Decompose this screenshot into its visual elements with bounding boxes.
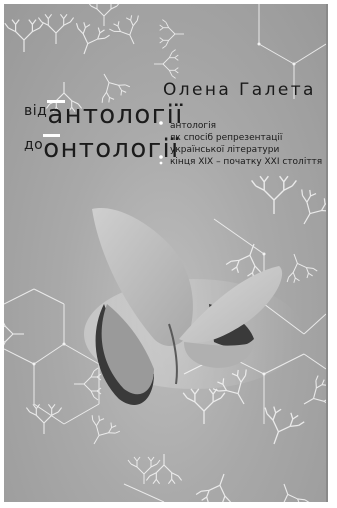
subtitle-block: антологія як спосіб репрезентації україн… [170, 120, 323, 168]
fractal-pattern [4, 4, 326, 502]
title-word-anthology-rest: нтології [64, 100, 184, 130]
author-name: Олена Галета [163, 80, 316, 100]
title-word-anthology: антології [47, 100, 183, 130]
butterfly-illustration [84, 208, 304, 405]
subtitle-line-1: антологія [170, 121, 217, 131]
subtitle-line-3: української літератури [170, 145, 280, 155]
title-initial-o: о [43, 134, 61, 164]
title-line-1: відантології [24, 100, 184, 130]
title-line-2: доонтології [24, 134, 180, 164]
title-word-ontology: онтології [43, 134, 179, 164]
book-cover: Олена Галета відантології доонтології ан… [4, 4, 328, 502]
title-dots-decoration [159, 121, 163, 165]
title-preposition-to: до [24, 137, 44, 153]
title-initial-a: а [47, 100, 65, 130]
title-word-ontology-rest: нтології [60, 134, 180, 164]
subtitle-line-2: як спосіб репрезентації [170, 133, 283, 143]
title-preposition-from: від [24, 103, 48, 119]
subtitle-line-4: кінця XIX – початку XXI століття [170, 157, 323, 167]
